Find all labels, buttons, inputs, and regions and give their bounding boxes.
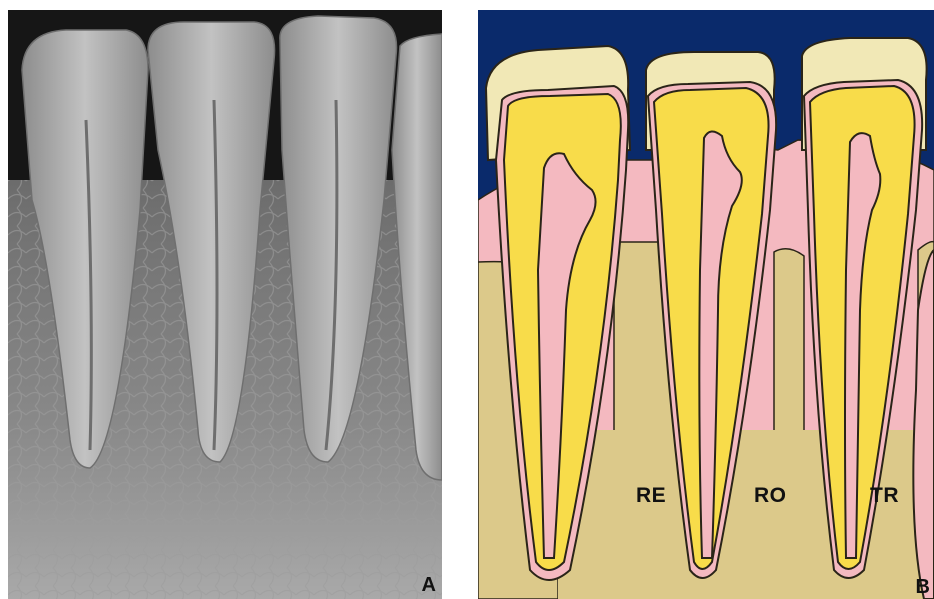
schematic-panel: RE RO TR B xyxy=(478,10,934,599)
label-tr: TR xyxy=(870,484,899,508)
tooth-schematic xyxy=(478,10,934,599)
radiograph-image xyxy=(8,10,442,599)
radiograph-panel: A xyxy=(8,10,442,599)
panel-letter-a: A xyxy=(422,574,436,597)
panel-letter-b: B xyxy=(916,576,930,599)
label-ro: RO xyxy=(754,484,787,508)
label-re: RE xyxy=(636,484,666,508)
